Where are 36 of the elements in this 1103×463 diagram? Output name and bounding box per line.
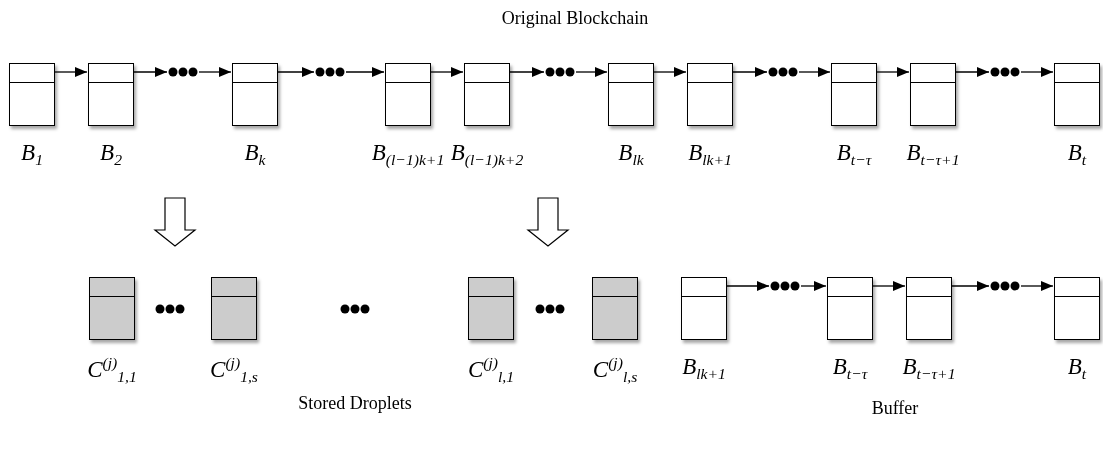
group-caption: Buffer	[871, 398, 919, 419]
arrow	[509, 67, 545, 77]
arrow	[876, 67, 910, 77]
block-label: B$_{k}$	[244, 140, 266, 170]
block-label: B$_{lk+1}$	[688, 140, 732, 170]
block-label: B$_{t−τ}$	[836, 140, 872, 170]
block-label: B$_{lk+1}$	[682, 354, 726, 384]
arrow	[798, 67, 831, 77]
block-label: B$_{1}$	[21, 140, 43, 170]
arrow	[872, 281, 906, 291]
arrow	[726, 281, 770, 291]
block-label: B$_{(l−1)k+1}$	[371, 140, 445, 170]
arrow	[430, 67, 464, 77]
arrow	[198, 67, 232, 77]
arrow	[800, 281, 827, 291]
arrow	[653, 67, 687, 77]
block-label: B$_{t}$	[1067, 140, 1087, 170]
arrow	[1020, 67, 1054, 77]
block-label: B$_{(l−1)k+2}$	[450, 140, 524, 170]
arrow	[951, 281, 990, 291]
arrow	[54, 67, 88, 77]
arrow	[955, 67, 990, 77]
arrow	[1020, 281, 1054, 291]
block-label: B$_{t−τ+1}$	[906, 140, 960, 170]
arrow	[277, 67, 315, 77]
block-label: B$_{t}$	[1067, 354, 1087, 384]
diagram-title: Original Blockchain	[500, 8, 650, 29]
arrow	[732, 67, 768, 77]
block-label: B$_{2}$	[100, 140, 122, 170]
group-caption: Stored Droplets	[298, 393, 412, 414]
arrow	[133, 67, 168, 77]
block-label: B$_{t−τ}$	[832, 354, 868, 384]
block-label: B$_{t−τ+1}$	[902, 354, 956, 384]
arrow	[575, 67, 608, 77]
block-label: B$_{lk}$	[618, 140, 644, 170]
arrow	[345, 67, 385, 77]
